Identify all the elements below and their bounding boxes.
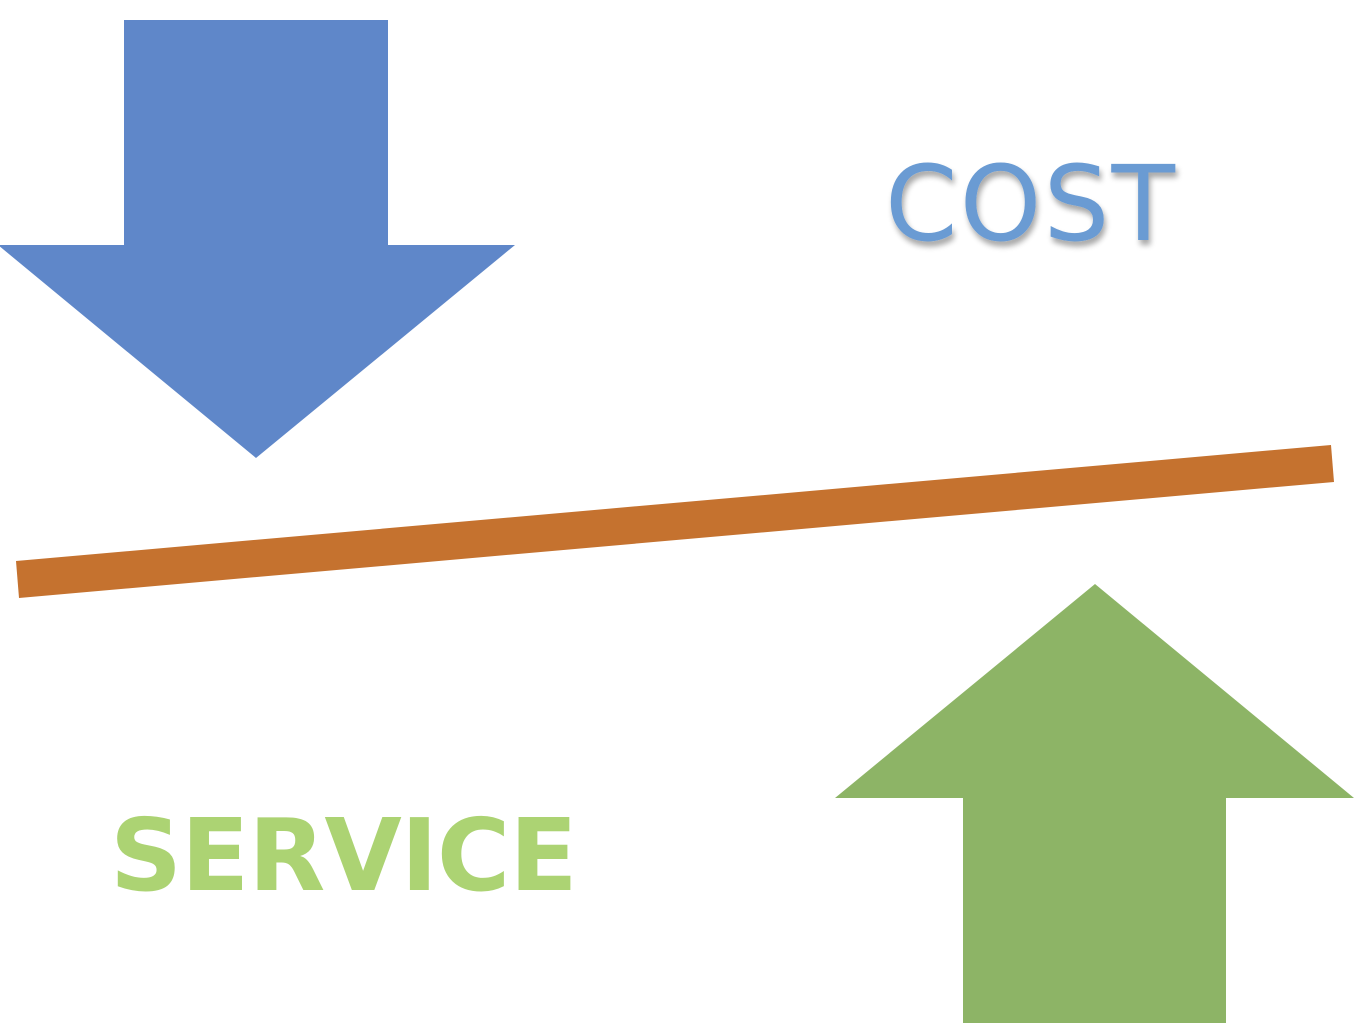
cost-label: COST <box>885 143 1177 265</box>
balance-bar <box>16 445 1334 598</box>
down-arrow-icon <box>0 20 515 458</box>
up-arrow-icon <box>835 584 1354 1023</box>
service-label: SERVICE <box>110 797 577 914</box>
